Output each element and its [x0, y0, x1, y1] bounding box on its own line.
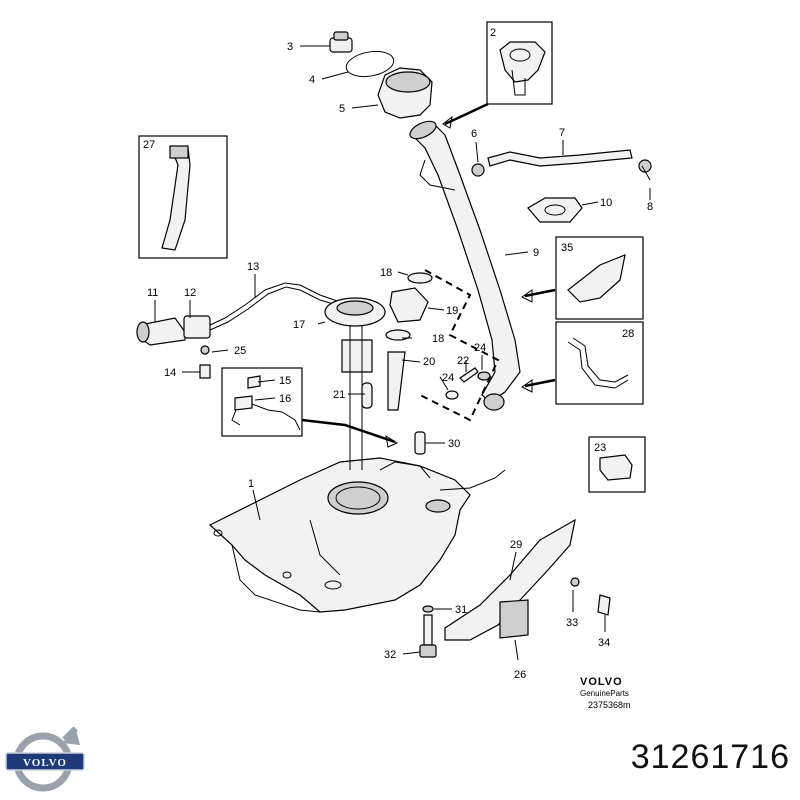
callout-20: 20 — [423, 356, 435, 368]
sender-parts — [385, 272, 433, 411]
box-part-28 — [555, 321, 644, 405]
callout-23: 23 — [594, 442, 606, 454]
dashed-group — [419, 269, 500, 422]
brand-subtitle: GenuineParts — [580, 689, 629, 698]
fuel-tank — [208, 457, 506, 613]
bracket-10 — [527, 197, 583, 223]
callout-10: 10 — [600, 197, 612, 209]
callout-28: 28 — [622, 328, 634, 340]
callout-labels: 1 2 3 4 5 6 7 8 9 10 11 12 13 14 15 16 1… — [143, 27, 653, 681]
callout-18a: 18 — [380, 267, 392, 279]
logo-wordmark: VOLVO — [23, 757, 67, 769]
bolts-31-32 — [419, 605, 437, 658]
heat-shield — [444, 518, 611, 641]
callout-15: 15 — [279, 375, 291, 387]
callout-34: 34 — [598, 637, 610, 649]
callout-17: 17 — [293, 319, 305, 331]
callout-6: 6 — [471, 128, 477, 140]
callout-9: 9 — [533, 247, 539, 259]
box-part-15-16 — [221, 367, 303, 437]
callout-24b: 24 — [442, 372, 454, 384]
callout-16: 16 — [279, 393, 291, 405]
callout-24a: 24 — [474, 342, 486, 354]
part-30 — [414, 431, 426, 455]
callout-1: 1 — [248, 478, 254, 490]
callout-30: 30 — [448, 438, 460, 450]
brand-block: VOLVO GenuineParts 2375368m — [580, 676, 660, 710]
callout-4: 4 — [309, 74, 315, 86]
callout-32: 32 — [384, 649, 396, 661]
callout-22: 22 — [457, 355, 469, 367]
callout-7: 7 — [559, 127, 565, 139]
callout-3: 3 — [287, 41, 293, 53]
diagram-code: 2375368m — [588, 700, 631, 710]
callout-26: 26 — [514, 669, 526, 681]
fuel-filter — [136, 282, 341, 379]
small-parts-22-24 — [445, 367, 491, 400]
arrows — [301, 102, 556, 448]
callout-14: 14 — [164, 367, 176, 379]
callout-5: 5 — [339, 103, 345, 115]
box-part-27 — [138, 135, 228, 259]
callout-29: 29 — [510, 539, 522, 551]
callout-35: 35 — [561, 242, 573, 254]
callout-27: 27 — [143, 139, 155, 151]
box-part-35 — [555, 236, 644, 320]
box-part-23 — [588, 436, 646, 493]
part-number: 31261716 — [630, 738, 790, 776]
callout-19: 19 — [446, 305, 458, 317]
callout-2: 2 — [490, 27, 496, 39]
callout-21: 21 — [333, 389, 345, 401]
callout-12: 12 — [184, 287, 196, 299]
callout-31: 31 — [455, 604, 467, 616]
vent-hose — [471, 149, 652, 181]
callout-11: 11 — [147, 287, 158, 299]
filler-cap-parts — [329, 31, 433, 119]
leader-lines — [154, 45, 651, 661]
filler-pipe — [409, 120, 521, 411]
fuel-pump-module — [324, 297, 386, 470]
callout-25: 25 — [234, 345, 246, 357]
callout-33: 33 — [566, 617, 578, 629]
box-part-2 — [486, 21, 553, 105]
callout-8: 8 — [647, 201, 653, 213]
callout-13: 13 — [247, 261, 259, 273]
volvo-logo: VOLVO — [5, 726, 85, 792]
brand-name: VOLVO — [580, 676, 623, 688]
callout-18b: 18 — [432, 333, 444, 345]
